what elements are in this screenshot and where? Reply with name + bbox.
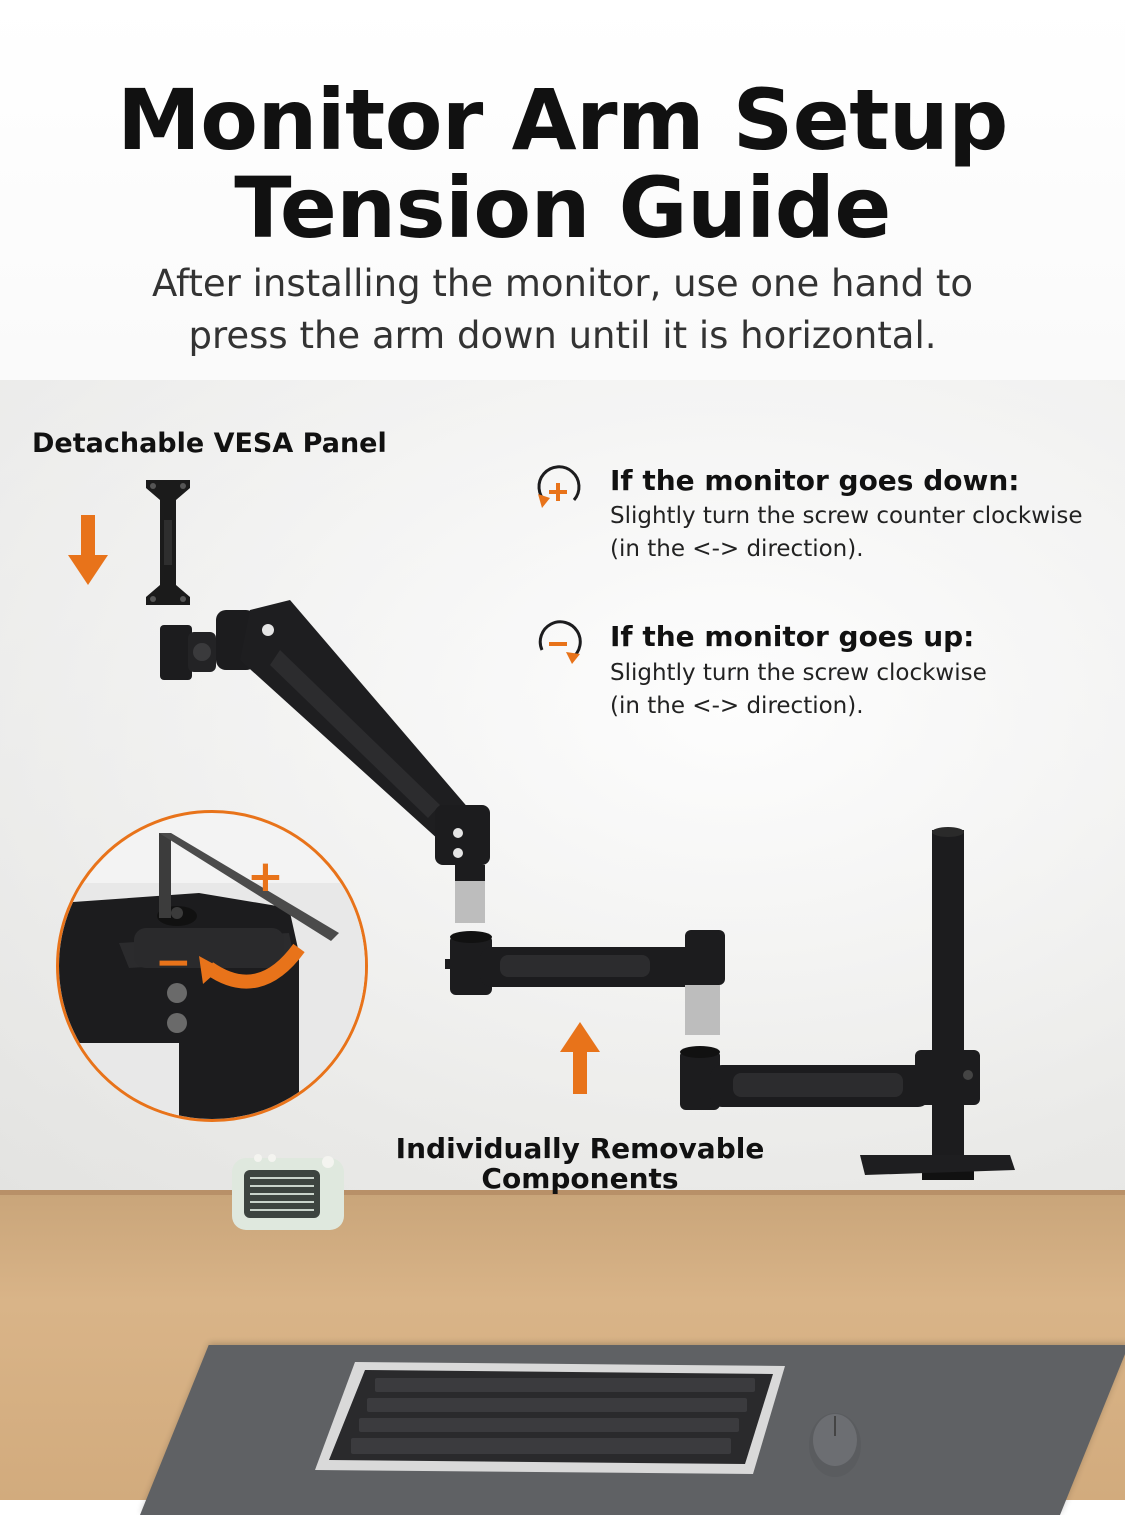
tip-1-line2: (in the <-> direction). xyxy=(610,536,864,562)
pole-and-base xyxy=(860,827,1015,1180)
inset-minus-symbol: − xyxy=(155,937,192,988)
down-arrow-icon xyxy=(68,515,108,585)
tip-2-heading: If the monitor goes up: xyxy=(610,620,975,653)
space-heater xyxy=(232,1154,344,1230)
desk-edge xyxy=(0,1190,1125,1198)
components-label-line2: Components xyxy=(481,1162,679,1195)
tip-1-heading: If the monitor goes down: xyxy=(610,464,1020,497)
tension-inset: + − xyxy=(56,810,368,1122)
middle-arm xyxy=(445,930,725,1035)
page-title-line1: Monitor Arm Setup xyxy=(117,71,1008,169)
plus-rotate-icon xyxy=(537,465,581,508)
vesa-panel-label: Detachable VESA Panel xyxy=(32,428,387,459)
keyboard xyxy=(315,1362,785,1474)
page-title-line2: Tension Guide xyxy=(234,159,891,257)
subtitle-line2: press the arm down until it is horizonta… xyxy=(188,314,937,357)
upper-arm xyxy=(160,600,490,923)
up-arrow-icon xyxy=(560,1022,600,1094)
tip-1-line1: Slightly turn the screw counter clockwis… xyxy=(610,503,1083,529)
mouse xyxy=(809,1413,861,1477)
tip-2-line2: (in the <-> direction). xyxy=(610,693,864,719)
minus-rotate-icon xyxy=(538,620,582,664)
subtitle-line1: After installing the monitor, use one ha… xyxy=(152,262,973,305)
tip-2-line1: Slightly turn the screw clockwise xyxy=(610,660,987,686)
components-label-line1: Individually Removable xyxy=(395,1132,765,1165)
vesa-plate xyxy=(146,480,190,605)
inset-plus-symbol: + xyxy=(247,851,284,902)
rotate-arrow-icon xyxy=(199,943,305,989)
lower-arm xyxy=(680,1046,930,1110)
